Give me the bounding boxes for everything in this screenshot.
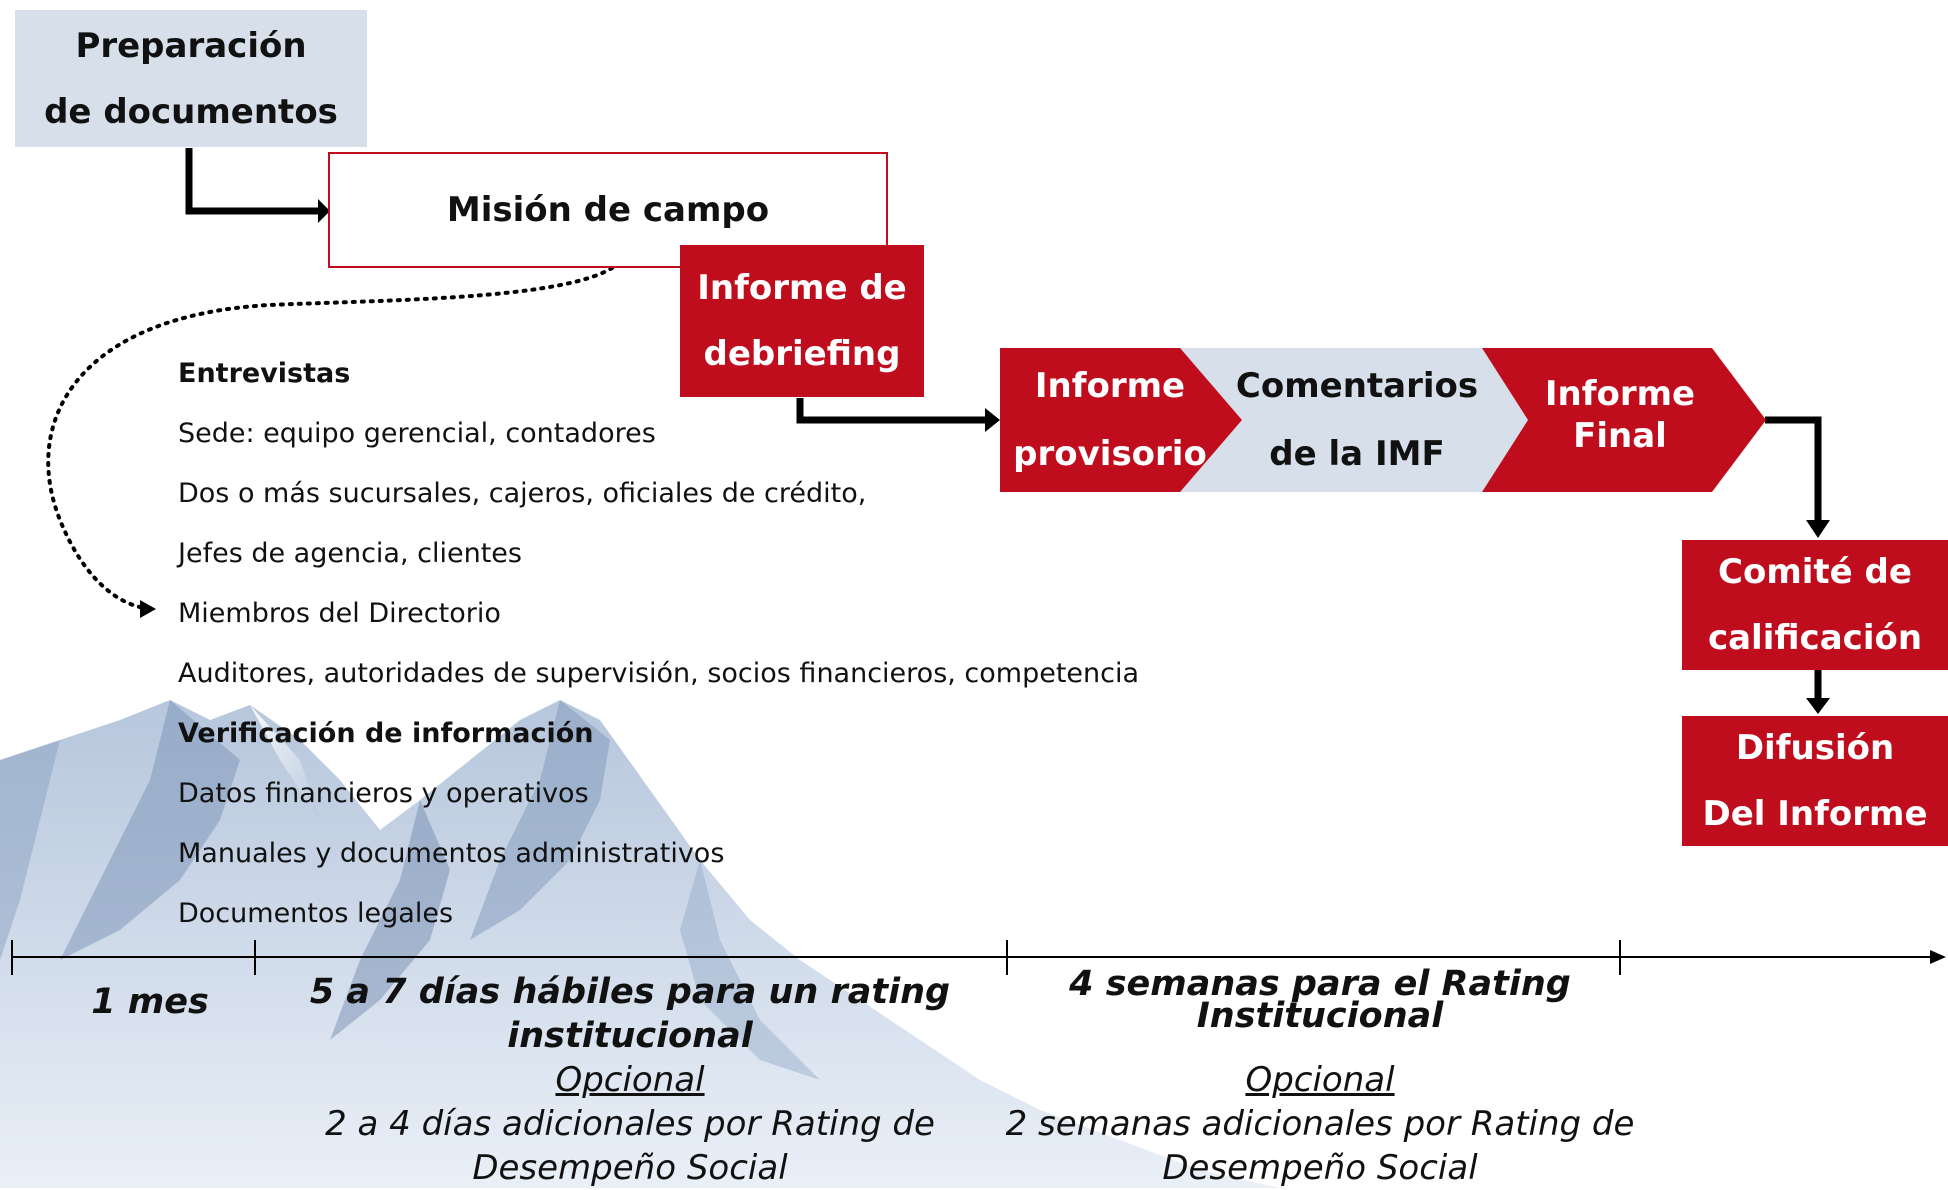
period3-extra-line-2: Desempeño Social [1162,1148,1478,1188]
debriefing-report-box: Informe de debriefing [680,245,924,397]
verification-item: Datos financieros y operativos [178,778,589,809]
interview-item: Miembros del Directorio [178,598,501,629]
debriefing-line-2: debriefing [703,334,901,374]
comments-line-2: de la IMF [1269,434,1445,474]
timeline-period-1: 1 mes [91,982,209,1022]
period2-line-2: institucional [507,1016,753,1056]
timeline-period-2: 5 a 7 días hábiles para un rating instit… [300,970,960,1058]
period3-extra-line-1: 2 semanas adicionales por Rating de [1005,1104,1635,1144]
committee-line-1: Comité de [1718,552,1912,592]
provisional-chevron-shape [1000,348,1242,492]
final-report-label: Informe Final [1520,360,1720,470]
period2-optional: Opcional [555,1060,705,1100]
final-chevron-shape [1482,348,1766,492]
period2-extra-line-2: Desempeño Social [472,1148,788,1188]
arrow-prep-to-mission [185,148,318,215]
period3-line-2: Institucional [1196,996,1444,1036]
period2-extra: 2 a 4 días adicionales por Rating de Des… [300,1102,960,1190]
timeline-period-3: 4 semanas para el Rating Institucional [1000,964,1640,1036]
verification-item: Manuales y documentos administrativos [178,838,725,869]
arrowhead [318,199,330,223]
interview-item: Auditores, autoridades de supervisión, s… [178,658,1140,689]
interview-item: Jefes de agencia, clientes [178,538,522,569]
interview-item: Dos o más sucursales, cajeros, oficiales… [178,478,867,509]
verification-title: Verificación de información [178,718,594,749]
interviews-title: Entrevistas [178,358,351,389]
arrow-debrief-to-provisional [796,398,985,424]
report-dissemination-box: Difusión Del Informe [1682,716,1948,846]
period3-line-1: 4 semanas para el Rating [1069,964,1571,1004]
period2-line-1: 5 a 7 días hábiles para un rating [309,972,951,1012]
arrow-final-to-committee [1765,416,1822,520]
final-line-1: Informe [1544,374,1696,414]
mission-label: Misión de campo [446,190,770,230]
final-line-2: Final [1573,416,1667,456]
dissemination-line-1: Difusión [1735,728,1895,768]
committee-line-2: calificación [1707,618,1923,658]
provisional-report-label: Informe provisorio [1005,350,1215,490]
debriefing-line-1: Informe de [697,268,907,308]
mfi-comments-label: Comentarios de la IMF [1232,350,1482,490]
interview-item: Sede: equipo gerencial, contadores [178,418,656,449]
period3-extra: 2 semanas adicionales por Rating de Dese… [1000,1102,1640,1190]
period3-optional: Opcional [1245,1060,1395,1100]
prep-documents-box: Preparación de documentos [15,10,367,147]
provisional-line-2: provisorio [1013,434,1207,474]
verification-item: Documentos legales [178,898,454,929]
comments-line-1: Comentarios [1235,366,1479,406]
provisional-line-1: Informe [1034,366,1186,406]
prep-line-2: de documentos [44,91,338,132]
dissemination-line-2: Del Informe [1702,794,1928,834]
prep-line-1: Preparación [75,25,307,66]
comments-chevron-shape [1180,348,1528,492]
rating-committee-box: Comité de calificación [1682,540,1948,670]
dotted-curve-mission-to-details [46,266,614,609]
period2-extra-line-1: 2 a 4 días adicionales por Rating de [325,1104,935,1144]
